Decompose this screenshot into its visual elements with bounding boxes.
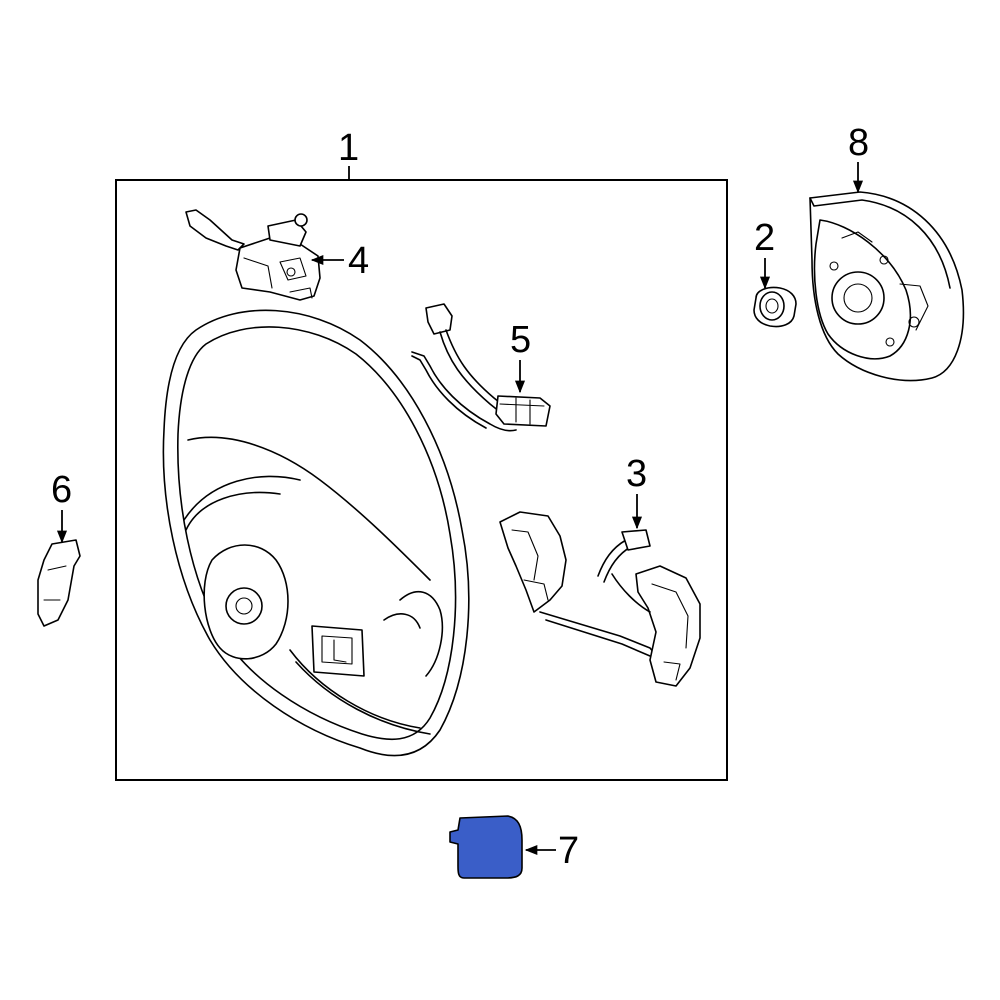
- callout-1[interactable]: 1: [338, 127, 359, 180]
- callout-3[interactable]: 3: [626, 453, 647, 530]
- callout-4-label: 4: [348, 240, 369, 282]
- part-6-side-cover[interactable]: [37, 539, 81, 627]
- callout-8-label: 8: [848, 122, 869, 164]
- callout-2[interactable]: 2: [754, 217, 775, 290]
- callout-5[interactable]: 5: [510, 319, 531, 394]
- assembly-frame: [115, 179, 728, 781]
- part-2-grommet[interactable]: [753, 286, 797, 328]
- callout-6-label: 6: [51, 469, 72, 511]
- part-4-switch-lever[interactable]: [185, 209, 321, 301]
- part-7-highlighted-cover[interactable]: [449, 815, 523, 879]
- callout-8[interactable]: 8: [848, 122, 869, 194]
- callout-6[interactable]: 6: [51, 469, 72, 544]
- callout-5-label: 5: [510, 319, 531, 361]
- callout-2-label: 2: [754, 217, 775, 259]
- callout-1-label: 1: [338, 127, 359, 169]
- part-3-switch-assy[interactable]: [499, 511, 701, 687]
- callout-4[interactable]: 4: [310, 240, 369, 282]
- part-1-steering-wheel[interactable]: [162, 309, 470, 757]
- part-5-wire-harness[interactable]: [411, 303, 551, 432]
- callout-7[interactable]: 7: [524, 830, 579, 872]
- callout-3-label: 3: [626, 453, 647, 495]
- part-7-shape: [449, 815, 523, 879]
- part-8-airbag-module[interactable]: [809, 191, 965, 382]
- callout-7-label: 7: [558, 830, 579, 872]
